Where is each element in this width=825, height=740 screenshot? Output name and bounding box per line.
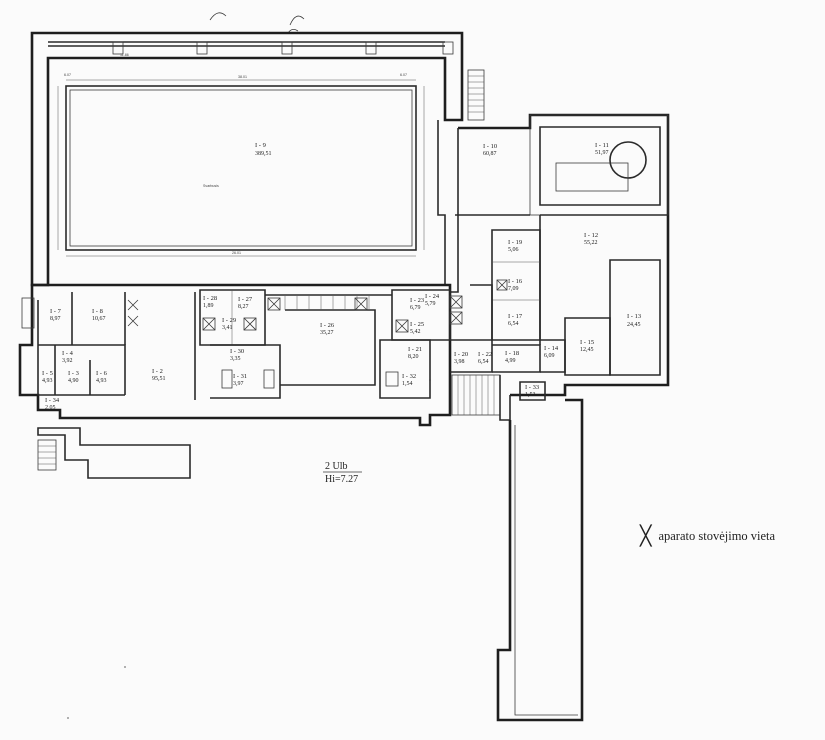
- dim-label: 6.07: [64, 73, 71, 77]
- dim-label: 26.01: [232, 251, 241, 255]
- room-area: 6,79: [410, 305, 421, 311]
- room-id: I - 3: [68, 370, 79, 377]
- room-id: I - 24: [425, 293, 440, 300]
- main-hall-walls: 38.01 26.01 11.86 6.07 6.07 Svarbusis: [30, 31, 464, 287]
- room-id: I - 2: [152, 368, 163, 375]
- room-id: I - 23: [410, 297, 424, 304]
- room-id: I - 20: [454, 351, 468, 358]
- room-id: I - 11: [595, 142, 609, 149]
- equipment-location-mark-icon: ╳: [640, 525, 652, 547]
- room-id: I - 7: [50, 308, 62, 315]
- room-area: 55,22: [584, 240, 598, 246]
- room-id: I - 15: [580, 339, 594, 346]
- room-area: 1,89: [203, 303, 214, 309]
- room-area: 2,05: [45, 405, 56, 411]
- room-id: I - 34: [45, 397, 60, 404]
- room-area: 4,93: [96, 378, 107, 384]
- room-area: 4,90: [68, 378, 79, 384]
- room-id: I - 14: [544, 345, 559, 352]
- room-id: I - 29: [222, 317, 236, 324]
- room-area: 3,97: [233, 381, 244, 387]
- room-area: 8,97: [50, 316, 61, 322]
- room-id: I - 19: [508, 239, 522, 246]
- room-area: 24,45: [627, 322, 641, 328]
- room-id: I - 18: [505, 350, 519, 357]
- room-id: I - 9: [255, 142, 266, 149]
- room-area: 5,79: [425, 301, 436, 307]
- room-area: 3,98: [454, 359, 465, 365]
- room-id: I - 27: [238, 296, 253, 303]
- room-id: I - 16: [508, 278, 523, 285]
- floor-label: 2 Ulb: [325, 461, 348, 472]
- legend: ╳ aparato stovėjimo vieta: [640, 527, 775, 546]
- room-area: 1,53: [525, 392, 536, 398]
- room-id: I - 31: [233, 373, 247, 380]
- room-id: I - 4: [62, 350, 74, 357]
- long-corridor: [496, 398, 584, 722]
- room-area: 6,09: [544, 353, 555, 359]
- room-area: 12,45: [580, 347, 594, 353]
- legend-label: aparato stovėjimo vieta: [658, 529, 776, 543]
- room-id: I - 21: [408, 346, 422, 353]
- room-area: 95,51: [152, 376, 166, 382]
- room-area: 10,67: [92, 316, 106, 322]
- room-id: I - 22: [478, 351, 492, 358]
- lower-wing-walls: [18, 283, 566, 427]
- room-area: 3,92: [62, 358, 73, 364]
- room-area: 389,51: [255, 151, 272, 157]
- room-id: I - 26: [320, 322, 335, 329]
- room-area: 8,27: [238, 304, 249, 310]
- dim-label: 11.86: [120, 53, 129, 57]
- room-id: I - 33: [525, 384, 539, 391]
- room-id: I - 32: [402, 373, 416, 380]
- room-area: 5,42: [410, 329, 421, 335]
- room-id: I - 12: [584, 232, 598, 239]
- room-id: I - 6: [96, 370, 108, 377]
- bottom-left-structure: [37, 427, 191, 479]
- room-area: 5,06: [508, 247, 519, 253]
- room-area: 8,20: [408, 354, 419, 360]
- room-area: 3,41: [222, 325, 233, 331]
- room-id: I - 8: [92, 308, 103, 315]
- room-area: 1,54: [402, 381, 413, 387]
- room-labels: I - 9 389,51 I - 10 60,87 I - 11 51,97 I…: [42, 142, 641, 411]
- room-area: 6,54: [478, 359, 489, 365]
- room-id: I - 30: [230, 348, 244, 355]
- room-area: 60,87: [483, 151, 497, 157]
- dim-label: 38.01: [238, 75, 247, 79]
- level-mark: 2 Ulb Hi=7.27: [323, 461, 362, 485]
- room-id: I - 25: [410, 321, 424, 328]
- height-label: Hi=7.27: [325, 474, 358, 485]
- room-area: 4,93: [42, 378, 53, 384]
- equipment-marks: [127, 279, 508, 389]
- room-area: 4,99: [505, 358, 516, 364]
- room-area: 3,35: [230, 356, 241, 362]
- room-id: I - 28: [203, 295, 217, 302]
- room-id: I - 10: [483, 143, 497, 150]
- stair-top: [467, 69, 485, 121]
- dim-label: Svarbusis: [203, 184, 219, 188]
- room-id: I - 17: [508, 313, 523, 320]
- room-id: I - 5: [42, 370, 53, 377]
- room-area: 51,97: [595, 150, 609, 156]
- dim-label: 6.07: [400, 73, 407, 77]
- room-area: 7,09: [508, 286, 519, 292]
- room-area: 6,54: [508, 321, 519, 327]
- scan-noise: [67, 12, 431, 719]
- room-id: I - 13: [627, 313, 641, 320]
- room-area: 35,27: [320, 330, 334, 336]
